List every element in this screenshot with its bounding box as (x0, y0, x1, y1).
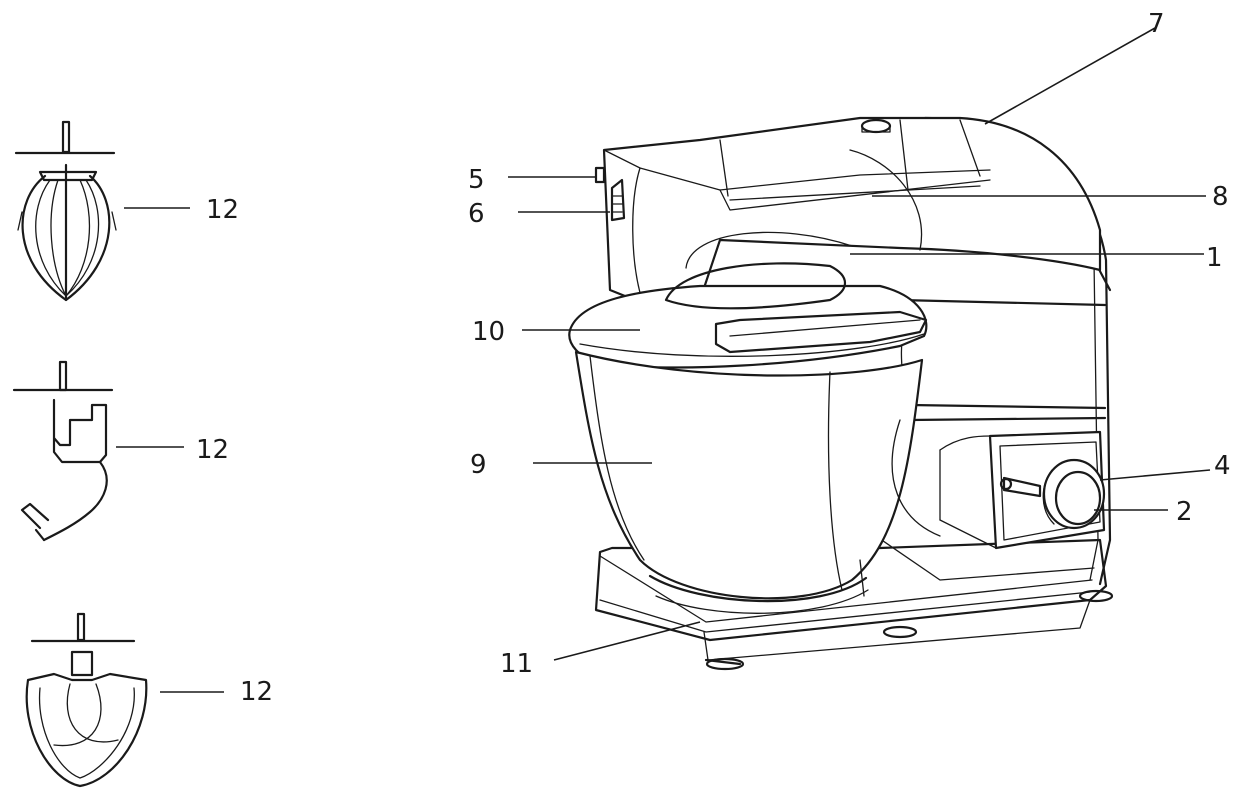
speed-knob (1042, 458, 1106, 530)
callout-8: 8 (1212, 182, 1229, 212)
dough-hook-attachment (12, 360, 114, 542)
callout-6: 6 (468, 199, 485, 229)
leader-lines (116, 27, 1211, 693)
callout-12-dough-hook: 12 (196, 435, 229, 465)
whisk-attachment (14, 120, 117, 302)
callout-12-flat-beater: 12 (240, 677, 273, 707)
callout-1: 1 (1206, 243, 1223, 273)
callout-7: 7 (1148, 9, 1165, 39)
stand-mixer (568, 116, 1114, 671)
callout-2: 2 (1176, 497, 1193, 527)
flat-beater-attachment (25, 612, 148, 788)
callout-9: 9 (470, 450, 487, 480)
callout-11: 11 (500, 649, 533, 679)
callout-10: 10 (472, 317, 505, 347)
callout-5: 5 (468, 165, 485, 195)
mixer-head (602, 116, 1102, 304)
mixing-bowl (574, 350, 924, 600)
callout-labels: 12 12 12 5 6 7 8 1 10 9 4 2 11 (196, 9, 1231, 707)
splash-guard (568, 284, 928, 369)
callout-12-whisk: 12 (206, 195, 239, 225)
callout-4: 4 (1214, 451, 1231, 481)
